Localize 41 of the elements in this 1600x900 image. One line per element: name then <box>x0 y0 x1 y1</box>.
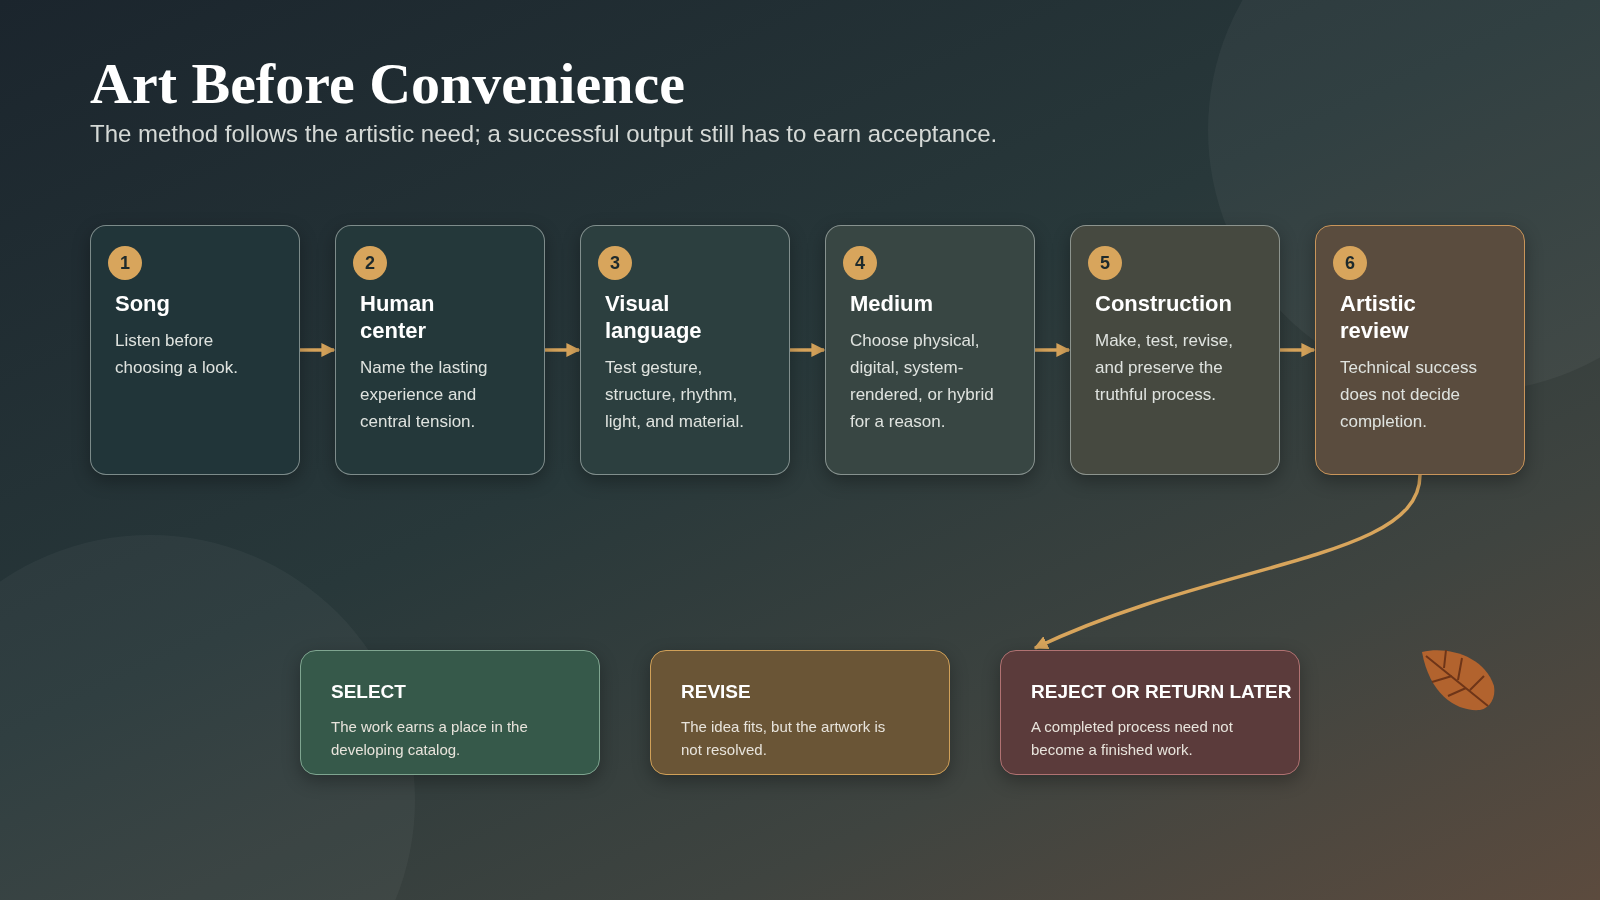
step-card <box>335 225 545 475</box>
outcome-card <box>1000 650 1300 775</box>
step-title: Visual language <box>605 290 703 344</box>
step-number-badge: 1 <box>108 246 142 280</box>
step-description: Test gesture, structure, rhythm, light, and material. <box>605 357 745 433</box>
step-number-badge: 5 <box>1088 246 1122 280</box>
step-description: Name the lasting experience and central tension. <box>360 357 489 433</box>
outcome-title: REJECT OR RETURN LATER <box>1031 681 1292 703</box>
outcome-description: The work earns a place in the developing catalog. <box>331 717 529 760</box>
arrow <box>1280 343 1316 357</box>
step-description: Make, test, revise, and preserve the truthful process. <box>1095 330 1234 406</box>
outcome-description: The idea fits, but the artwork is not resolved. <box>681 717 886 760</box>
step-description: Listen before choosing a look. <box>115 330 239 379</box>
step-card <box>825 225 1035 475</box>
step-title: Artistic review <box>1340 290 1417 344</box>
step-number-badge: 4 <box>843 246 877 280</box>
step-title: Construction <box>1095 290 1232 317</box>
curved-arrow <box>1033 474 1422 650</box>
outcome-title: SELECT <box>331 681 406 703</box>
step-number-badge: 2 <box>353 246 387 280</box>
step-number-badge: 3 <box>598 246 632 280</box>
step-description: Choose physical, digital, system-rendered, or hybrid for a reason. <box>850 330 995 433</box>
arrow <box>300 343 336 357</box>
subtitle: The method follows the artistic need; a successful output still has to earn acceptance. <box>90 120 998 148</box>
step-title: Human center <box>360 290 436 344</box>
arrow <box>545 343 581 357</box>
arrow <box>1035 343 1071 357</box>
outcome-title: REVISE <box>681 681 751 703</box>
outcome-description: A completed process need not become a finished work. <box>1031 717 1234 760</box>
step-card <box>90 225 300 475</box>
title: Art Before Convenience <box>90 50 685 117</box>
step-number-badge: 6 <box>1333 246 1367 280</box>
outcome-card <box>650 650 950 775</box>
step-card <box>580 225 790 475</box>
step-title: Song <box>115 290 170 317</box>
outcome-card <box>300 650 600 775</box>
step-card <box>1070 225 1280 475</box>
step-title: Medium <box>850 290 934 317</box>
step-description: Technical success does not decide completion. <box>1340 357 1478 433</box>
arrow <box>790 343 826 357</box>
step-card <box>1315 225 1525 475</box>
